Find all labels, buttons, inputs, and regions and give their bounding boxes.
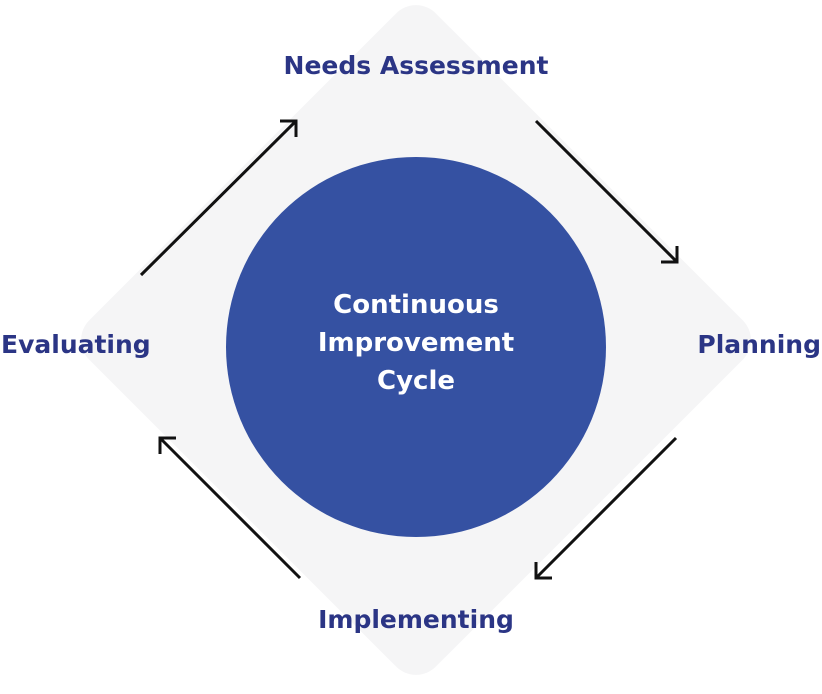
stage-implementing: Implementing xyxy=(318,605,514,634)
center-title-line-1: Continuous xyxy=(333,290,499,320)
arrow-to-needs-assessment-icon xyxy=(139,119,298,277)
center-circle: Continuous Improvement Cycle xyxy=(226,157,606,537)
arrow-to-evaluating-icon xyxy=(158,436,302,580)
stage-planning: Planning xyxy=(697,330,821,359)
arrow-to-planning-icon xyxy=(534,119,679,264)
arrow-to-implementing-icon xyxy=(534,436,678,580)
stage-evaluating: Evaluating xyxy=(1,330,151,359)
center-title-line-2: Improvement xyxy=(317,328,515,358)
center-title: Continuous Improvement Cycle xyxy=(318,286,514,400)
center-title-line-3: Cycle xyxy=(377,366,455,396)
stage-needs-assessment: Needs Assessment xyxy=(283,51,549,80)
